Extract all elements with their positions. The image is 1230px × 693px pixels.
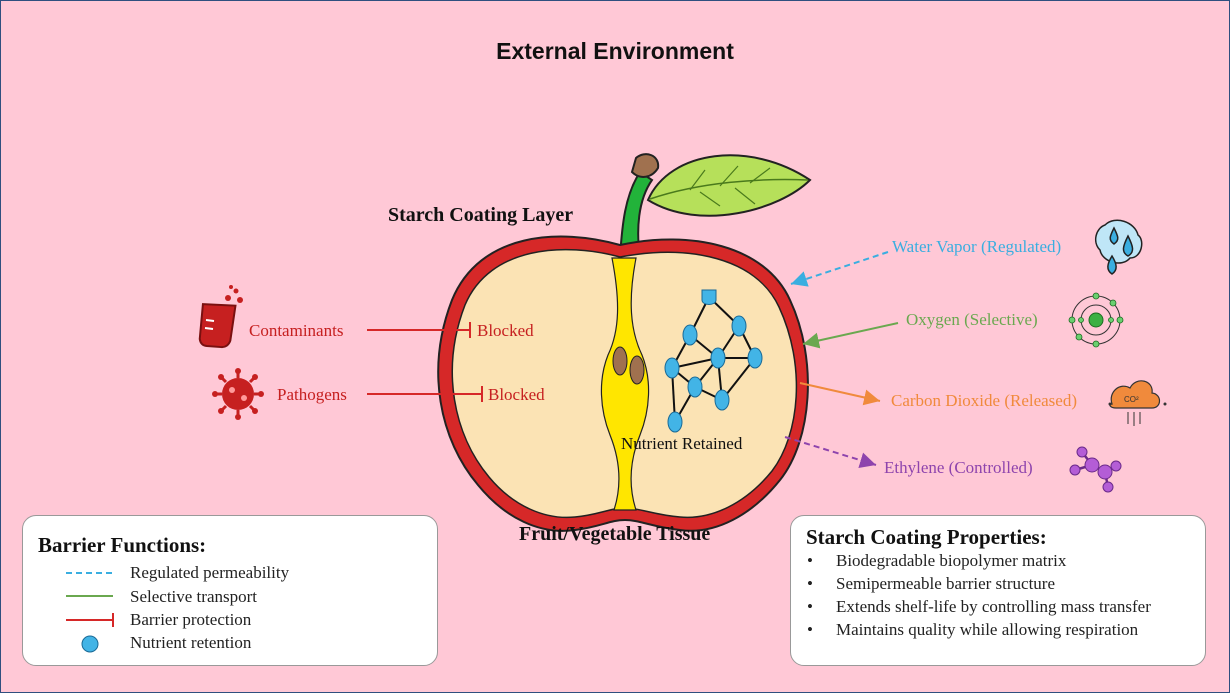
ethylene-label: Ethylene (Controlled)	[884, 458, 1033, 477]
oxygen-atom-icon	[1068, 292, 1124, 348]
pathogens-blocked-label: Blocked	[488, 385, 545, 404]
property-item: •Maintains quality while allowing respir…	[807, 620, 1139, 639]
nutrient-particles	[664, 289, 763, 433]
nutrient-retained-label: Nutrient Retained	[621, 434, 743, 453]
apple-core	[600, 257, 650, 511]
property-item: •Biodegradable biopolymer matrix	[807, 551, 1067, 570]
legend-item-selective: Selective transport	[130, 587, 257, 606]
diagram-title: External Environment	[496, 38, 734, 64]
carbon-dioxide-label: Carbon Dioxide (Released)	[891, 391, 1077, 410]
legend-box: Barrier Functions: Regulated permeabilit…	[22, 515, 438, 666]
properties-box: Starch Coating Properties: •Biodegradabl…	[790, 515, 1206, 666]
beaker-icon	[198, 285, 243, 349]
molecule-icon	[1069, 446, 1122, 493]
legend-title: Barrier Functions:	[38, 533, 207, 557]
tissue-label: Fruit/Vegetable Tissue	[519, 523, 711, 545]
property-item: •Semipermeable barrier structure	[807, 574, 1056, 593]
bullet: •	[807, 597, 813, 616]
legend-item-barrier: Barrier protection	[130, 610, 252, 629]
ethylene-arrow	[784, 436, 877, 468]
properties-title: Starch Coating Properties:	[806, 525, 1047, 549]
svg-text:CO²: CO²	[1124, 395, 1139, 404]
pathogens-label: Pathogens	[277, 385, 347, 404]
oxygen-arrow	[802, 322, 899, 349]
pathogens-blocked-arrow	[367, 386, 483, 402]
property-item: •Extends shelf-life by controlling mass …	[807, 597, 1151, 616]
contaminants-blocked-arrow	[367, 322, 471, 338]
oxygen-label: Oxygen (Selective)	[906, 310, 1038, 329]
seed-icon	[612, 346, 628, 376]
contaminants-label: Contaminants	[249, 321, 344, 340]
bullet: •	[807, 551, 813, 570]
leaf-icon	[646, 154, 812, 217]
water-vapor-arrow	[790, 251, 889, 287]
legend-item-regulated: Regulated permeability	[130, 563, 290, 582]
bullet: •	[807, 620, 813, 639]
virus-icon	[212, 368, 264, 420]
bullet: •	[807, 574, 813, 593]
legend-nutrient-dot	[81, 635, 99, 653]
seed-icon	[629, 355, 645, 385]
co2-cloud-icon: CO²	[1108, 380, 1167, 426]
starch-coating-label: Starch Coating Layer	[388, 204, 574, 226]
water-vapor-label: Water Vapor (Regulated)	[892, 237, 1062, 256]
water-drops-icon	[1094, 219, 1143, 275]
apple-stem	[618, 153, 660, 259]
properties-list: •Biodegradable biopolymer matrix •Semipe…	[791, 549, 1191, 641]
carbon-dioxide-arrow	[799, 382, 881, 406]
contaminants-blocked-label: Blocked	[477, 321, 534, 340]
legend-item-nutrient: Nutrient retention	[130, 633, 252, 652]
legend-swatches	[66, 572, 114, 653]
